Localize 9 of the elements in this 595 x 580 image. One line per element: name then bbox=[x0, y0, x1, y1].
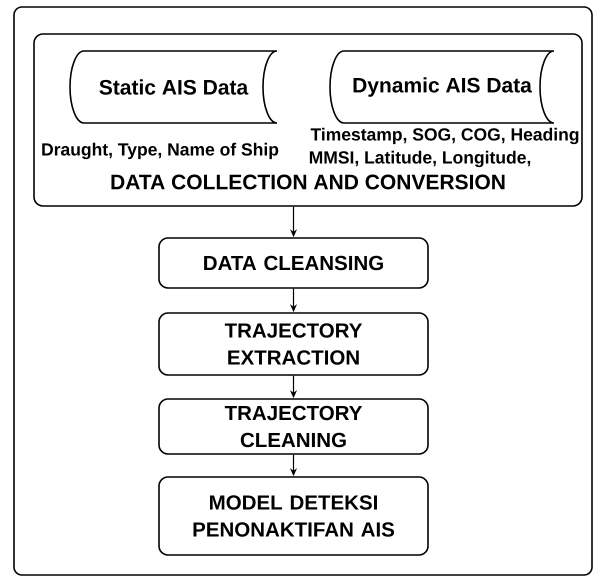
stored-data-shape: Dynamic AIS Data bbox=[329, 50, 555, 124]
stored-data-shape: Static AIS Data bbox=[69, 50, 278, 124]
process-box: MODEL DETEKSI PENONAKTIFAN AIS bbox=[158, 476, 429, 556]
field-list: Timestamp, SOG, COG, Heading bbox=[310, 128, 578, 144]
field-list: MMSI, Latitude, Longitude, bbox=[310, 150, 530, 168]
process-box: DATA CLEANSING bbox=[158, 237, 429, 289]
process-box: TRAJECTORY EXTRACTION bbox=[158, 312, 429, 376]
process-box: TRAJECTORY CLEANING bbox=[158, 398, 429, 455]
field-list: Draught, Type, Name of Ship bbox=[42, 142, 278, 160]
